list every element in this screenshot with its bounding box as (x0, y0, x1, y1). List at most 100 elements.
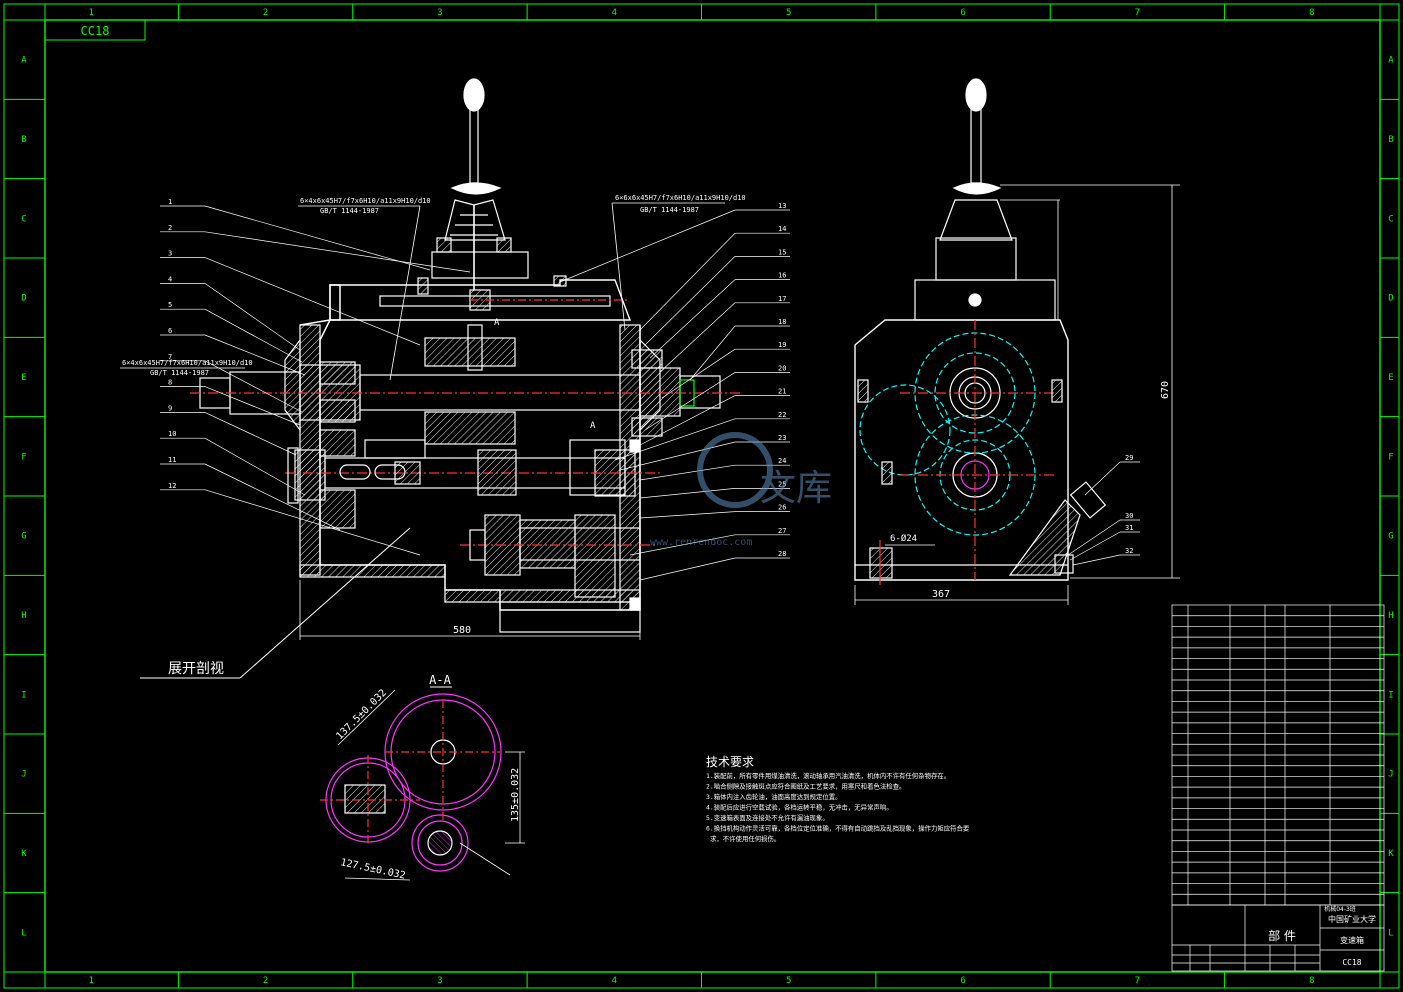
tech-requirement-line: 3.箱体内注入齿轮油，油面高度达到规定位置。 (706, 792, 842, 801)
zone-column-label: 2 (263, 976, 268, 986)
zone-row-label: G (21, 532, 26, 542)
zone-row-label: I (21, 690, 26, 700)
tech-requirement-line: 5.变速箱表面及连接处不允许有漏油现象。 (706, 813, 829, 822)
callout-leader (1072, 554, 1121, 566)
tech-title: 技术要求 (706, 755, 754, 769)
callout-leader (639, 464, 736, 481)
tech-requirement-line: 1.装配前，所有零件用煤油清洗，滚动轴承用汽油清洗，机体内不许有任何杂物存在。 (706, 771, 950, 780)
zone-row-label: H (21, 611, 26, 621)
zone-column-label: 1 (88, 8, 93, 18)
zone-column-label: 7 (1135, 976, 1140, 986)
callout-number: 13 (778, 202, 786, 210)
callout-leader (639, 488, 736, 499)
callout-number: 3 (168, 250, 172, 258)
zone-column-label: 3 (437, 8, 442, 18)
callout-number: 22 (778, 411, 786, 419)
callout-leader (659, 302, 736, 373)
callout-leader (639, 232, 736, 331)
spline-note: GB/T 1144-1987 (640, 206, 699, 214)
zone-column-label: 1 (88, 976, 93, 986)
note-leaders (120, 202, 725, 381)
callout-number: 17 (778, 295, 786, 303)
callout-number: 15 (778, 248, 786, 256)
zone-row-label: D (21, 294, 26, 304)
spline-note: 6×4x6x45H7/f7x6H10/a11x9H10/d10 (122, 359, 253, 367)
dim-side-width: 367 (932, 589, 950, 600)
callout-leader (644, 372, 736, 431)
callout-leader (614, 418, 736, 461)
zone-row-label: H (1388, 611, 1393, 621)
callout-number: 7 (168, 353, 172, 361)
watermark: 文库 www.renrendoc.com (650, 432, 832, 548)
callout-leader (661, 348, 736, 399)
callout-leader (1067, 519, 1121, 556)
zone-row-label: G (1388, 532, 1393, 542)
title-block-text: 部 件 中国矿业大学 机械04-3班 变速箱 CC18 (1268, 905, 1376, 967)
zone-row-label: E (1388, 373, 1393, 383)
callout-number: 18 (778, 318, 786, 326)
callout-number: 2 (168, 224, 172, 232)
view-label-group: 展开剖视 (140, 527, 411, 679)
zone-row-label: D (1388, 294, 1393, 304)
callout-number: 11 (168, 456, 176, 464)
watermark-url: www.renrendoc.com (650, 537, 752, 548)
view-label: 展开剖视 (168, 661, 224, 677)
part-label: 部 件 (1268, 928, 1296, 943)
corner-code: CC18 (81, 24, 110, 38)
shift-cover (329, 275, 632, 321)
main-section-view: A A (190, 78, 740, 633)
dimension-main-width: 580 (299, 580, 641, 640)
tech-requirement-line: 4.装配后应进行空载试验，各档运转平稳，无冲击，无异常声响。 (706, 803, 893, 812)
callout-leader (619, 441, 736, 471)
callout-leader (649, 279, 736, 359)
callout-number: 4 (168, 275, 172, 283)
callout-number: 9 (168, 404, 172, 412)
zone-column-label: 5 (786, 976, 791, 986)
callout-leader (204, 283, 301, 351)
tech-requirement-line: 2.啮合侧隙及接触斑点应符合图纸及工艺要求，用塞尺和着色法检查。 (706, 782, 905, 791)
section-a-a: A-A 137.5±0.032 135±0.032 (320, 673, 525, 882)
shift-lever (431, 78, 529, 290)
spline-note: 6×4x6x45H7/f7x6H10/a11x9H10/d10 (300, 197, 431, 205)
callout-number: 1 (168, 198, 172, 206)
spline-note: GB/T 1144-1987 (150, 369, 209, 377)
school-name: 中国矿业大学 (1328, 914, 1376, 924)
callout-leader (204, 205, 431, 271)
callout-leader (204, 386, 301, 426)
callout-leader (1084, 461, 1121, 496)
zone-row-label: I (1388, 690, 1393, 700)
callout-leader (639, 511, 736, 519)
zone-column-label: 6 (960, 8, 965, 18)
intermediate-shaft (285, 429, 660, 529)
callout-number: 16 (778, 272, 786, 280)
tech-requirement-line: 求，不许使用任何损伤。 (710, 834, 780, 843)
dim-main-width: 580 (453, 625, 471, 636)
zone-row-label: L (21, 928, 26, 938)
watermark-text: 文库 (760, 468, 832, 509)
technical-requirements: 技术要求 1.装配前，所有零件用煤油清洗，滚动轴承用汽油清洗，机体内不许有任何杂… (706, 755, 970, 843)
zone-row-label: B (1388, 135, 1393, 145)
callout-leader (1069, 531, 1121, 561)
zone-row-label: K (21, 849, 27, 859)
zone-column-label: 2 (263, 8, 268, 18)
callout-leader (204, 489, 421, 556)
callout-number: 30 (1125, 512, 1133, 520)
callout-leader (204, 308, 303, 363)
zone-row-label: F (1388, 452, 1393, 462)
dim-side-height: 670 (1160, 381, 1171, 399)
dim-holes: 6-Ø24 (890, 533, 917, 544)
section-mark-a: A A (494, 318, 596, 431)
section-label: A-A (429, 673, 451, 687)
callout-leader (204, 412, 297, 456)
class-line: 机械04-3班 (1324, 905, 1356, 913)
callout-leader (559, 209, 736, 283)
callout-number: 6 (168, 327, 172, 335)
dim-center-a: 137.5±0.032 (334, 688, 389, 743)
callout-leader (204, 257, 421, 346)
callout-number: 8 (168, 379, 172, 387)
callout-number: 29 (1125, 454, 1133, 462)
callout-leader (644, 256, 736, 346)
zone-column-label: 4 (612, 976, 617, 986)
drawing-code: CC18 (1342, 958, 1361, 967)
